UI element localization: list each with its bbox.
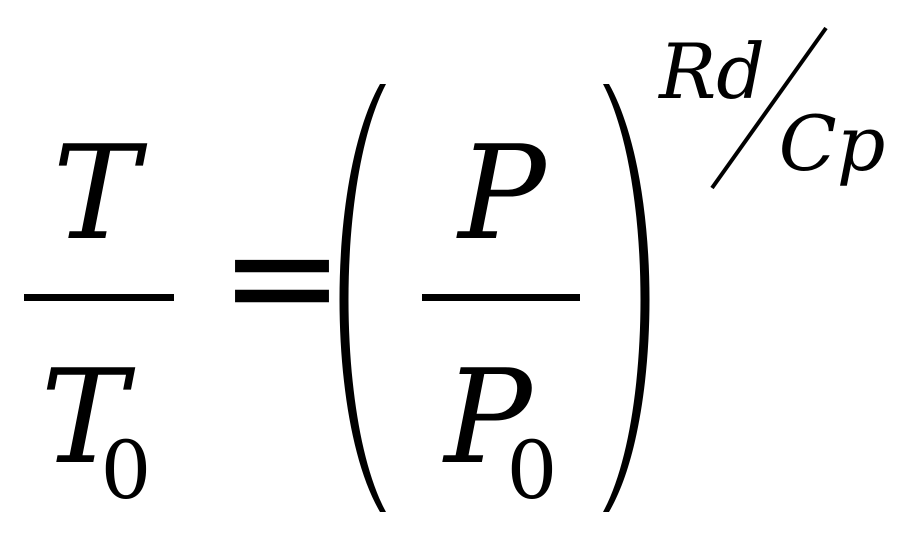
rhs-fraction-bar <box>422 294 580 301</box>
exponent-numerator: Rd <box>657 27 765 116</box>
rhs-denominator-subscript: 0 <box>507 424 558 517</box>
exponent: Rd Cp <box>657 26 886 190</box>
rhs-denominator: P <box>442 341 534 493</box>
lhs-denominator-subscript: 0 <box>101 424 152 517</box>
exponent-denominator: Cp <box>779 99 886 188</box>
right-parenthesis <box>603 84 650 512</box>
lhs-fraction: T T 0 <box>24 117 174 517</box>
left-parenthesis <box>339 84 386 512</box>
exponent-slash <box>710 26 828 190</box>
lhs-fraction-bar <box>24 294 174 301</box>
rhs-fraction: P P 0 <box>422 117 580 517</box>
lhs-numerator: T <box>53 117 148 269</box>
lhs-denominator: T <box>41 341 136 493</box>
equals-sign: = <box>219 190 345 364</box>
rhs-numerator: P <box>456 117 548 269</box>
